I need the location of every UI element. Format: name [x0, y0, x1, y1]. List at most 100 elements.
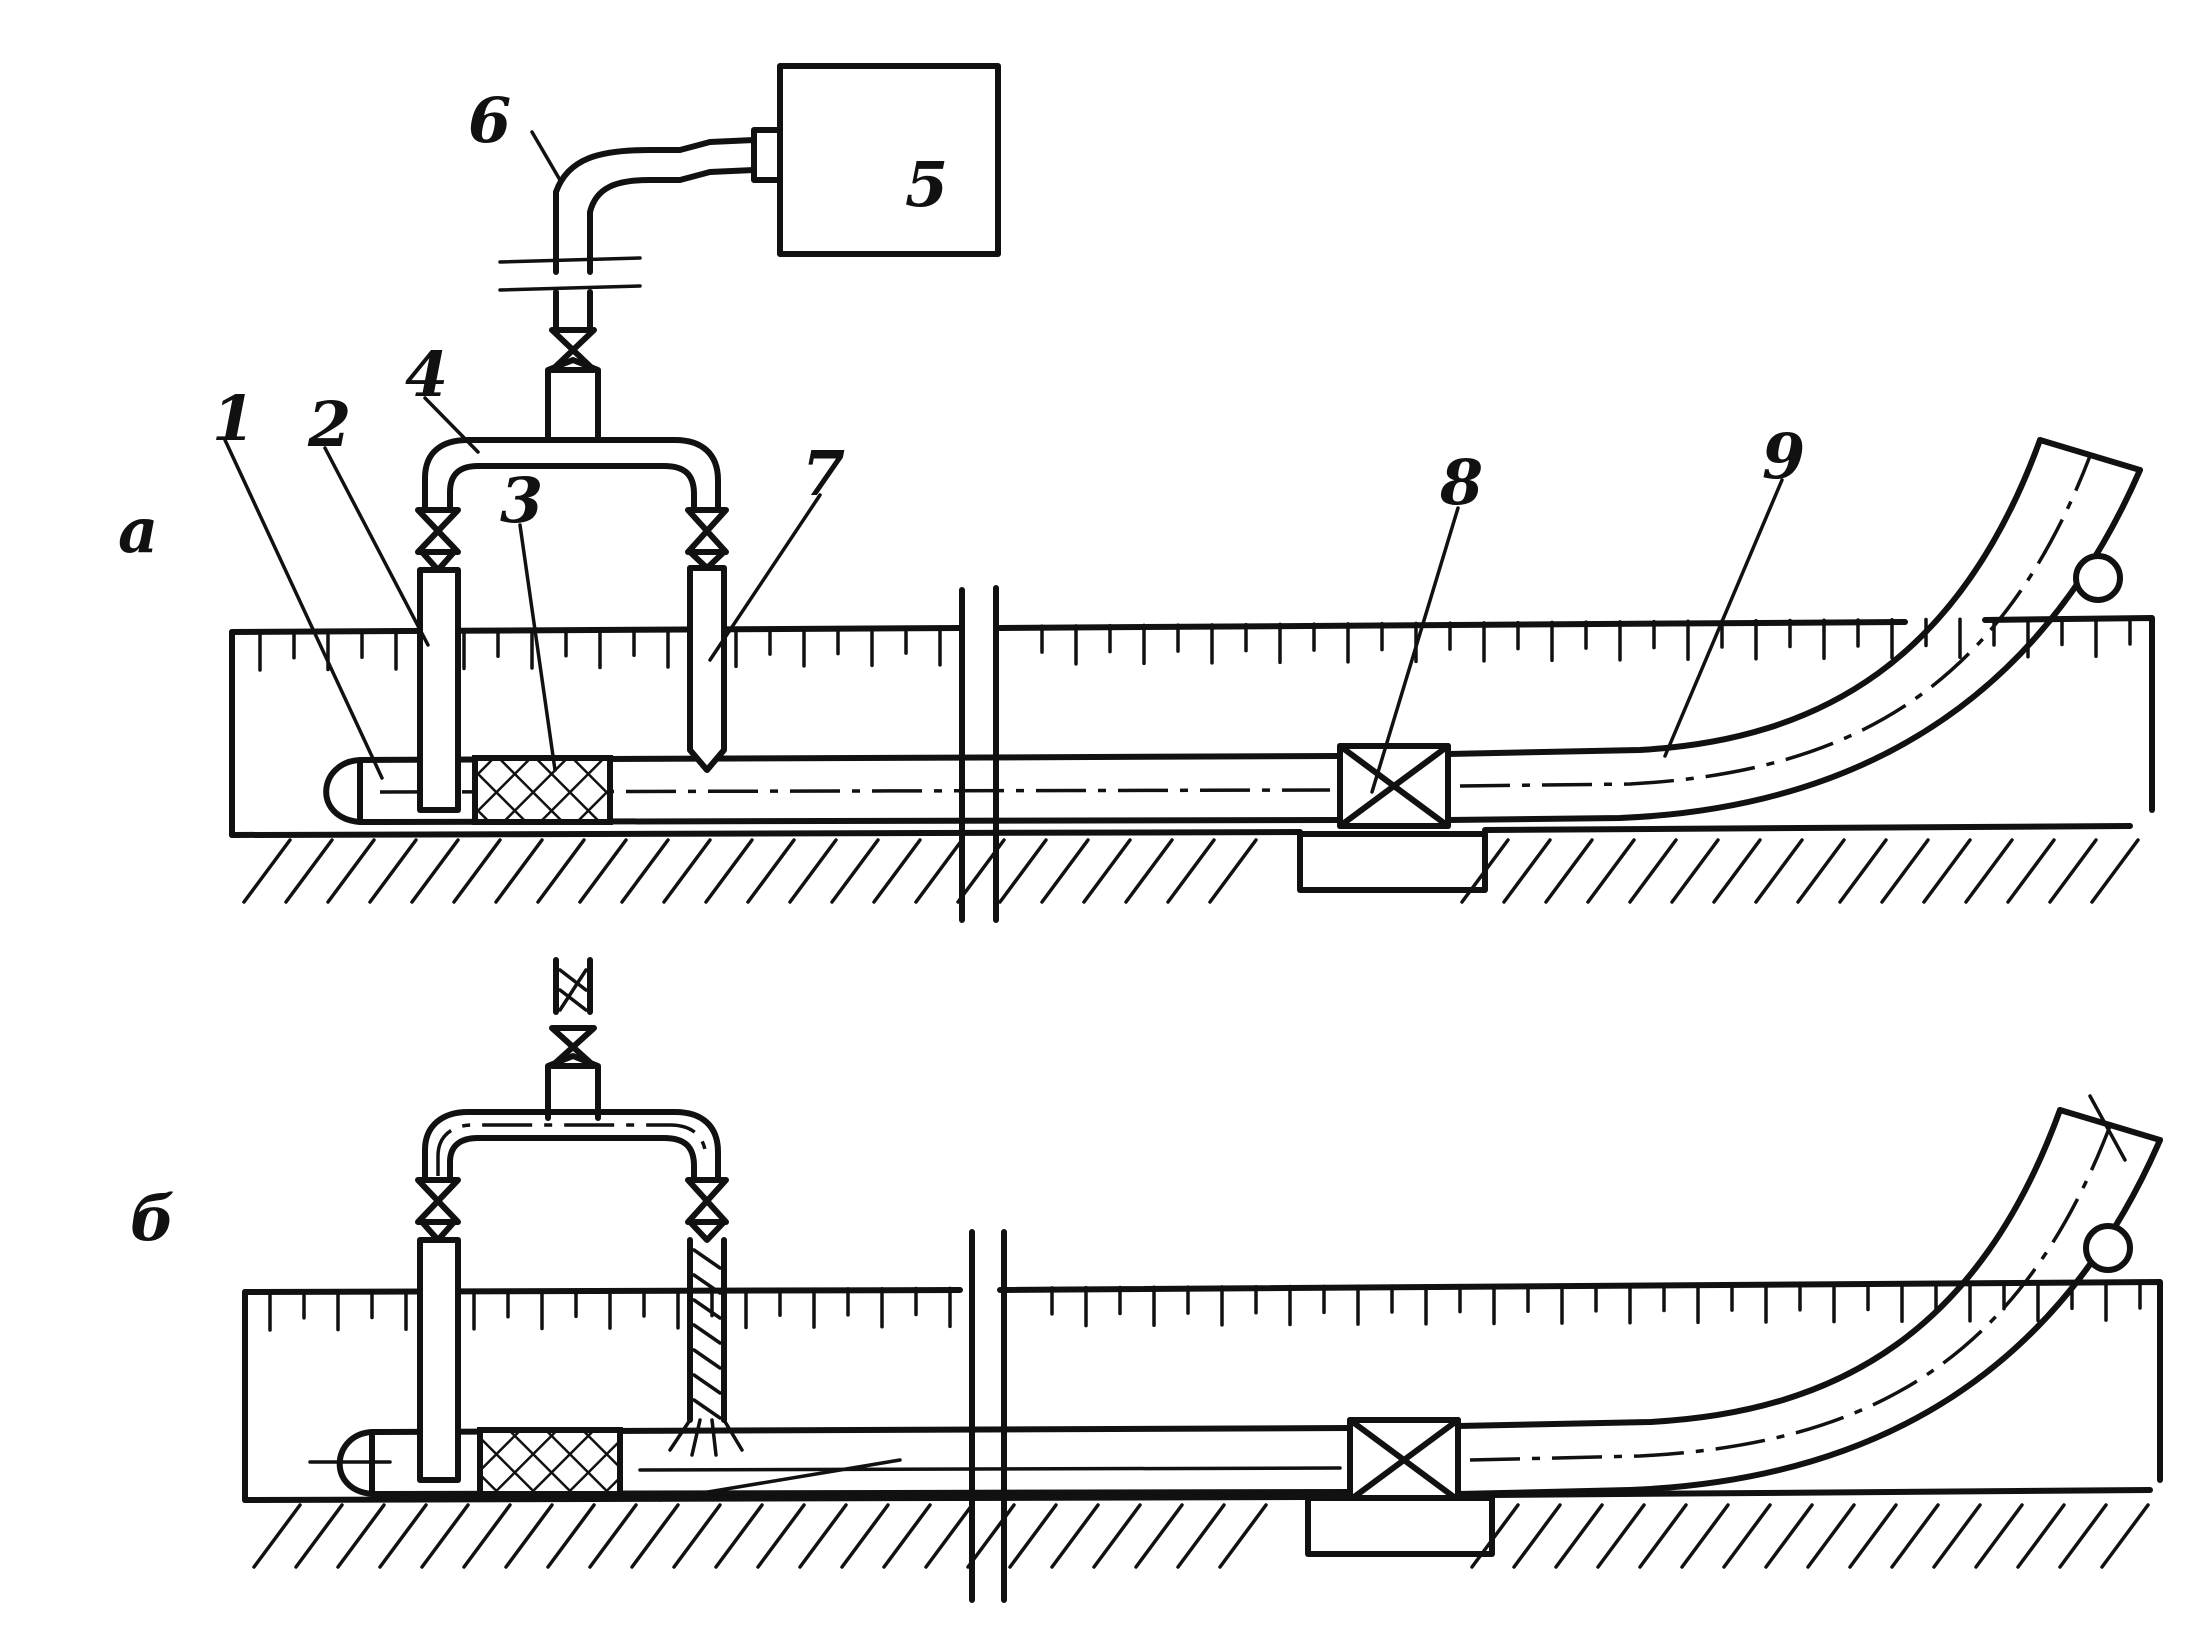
ground-hatch	[872, 838, 922, 904]
ground-hatch	[378, 1503, 428, 1569]
ground-hatch	[1670, 838, 1720, 904]
ruler-strip-a	[229, 615, 2155, 838]
ground-hatch	[1470, 1503, 1520, 1569]
probe-2	[417, 549, 461, 813]
callout-3: 3	[500, 464, 543, 537]
ground-hatch	[1460, 838, 1510, 904]
ground-hatch	[410, 838, 460, 904]
ground-hatch	[620, 838, 670, 904]
valve-b	[1347, 1417, 1461, 1503]
ground-hatch	[546, 1503, 596, 1569]
ground-hatch	[1890, 1503, 1940, 1569]
ground-hatch	[294, 1503, 344, 1569]
section-break-a	[959, 585, 999, 923]
callout-5: 5	[905, 148, 948, 221]
ground-hatch	[2100, 1503, 2150, 1569]
roller-a	[2073, 553, 2123, 603]
probe-7	[687, 549, 727, 773]
ground-hatch	[2090, 838, 2140, 904]
device-box-5	[777, 63, 1001, 257]
ground-hatch	[1502, 838, 1552, 904]
ground-hatch	[336, 1503, 386, 1569]
callout-8: 8	[1439, 446, 1483, 519]
ground-hatch	[630, 1503, 680, 1569]
ground-hatch	[956, 838, 1006, 904]
ground-hatch	[1796, 838, 1846, 904]
ground-hatch	[1880, 838, 1930, 904]
ground-hatch	[1638, 1503, 1688, 1569]
ground-hatch	[588, 1503, 638, 1569]
ground-hatch	[1512, 1503, 1562, 1569]
ground-hatch	[1008, 1503, 1058, 1569]
ground-hatch	[1722, 1503, 1772, 1569]
ground-hatch	[368, 838, 418, 904]
manifold-4	[415, 437, 729, 555]
ground-hatch	[1134, 1503, 1184, 1569]
ruler-strip-b	[242, 1279, 2163, 1503]
ground-hatch	[1680, 1503, 1730, 1569]
ground-hatch	[924, 1503, 974, 1569]
ground-hatch	[756, 1503, 806, 1569]
ground-hatch	[704, 838, 754, 904]
hose-6	[498, 137, 757, 443]
ground-hatch	[1764, 1503, 1814, 1569]
ground-b	[242, 1487, 2153, 1569]
ground-hatch	[2016, 1503, 2066, 1569]
ground-hatch	[840, 1503, 890, 1569]
plug-3	[472, 755, 613, 825]
ground-hatch	[1092, 1503, 1142, 1569]
ground-hatch	[1544, 838, 1594, 904]
callout-4: 4	[405, 338, 448, 411]
ground-hatch	[1712, 838, 1762, 904]
ground-hatch	[1838, 838, 1888, 904]
ground-hatch	[1218, 1503, 1268, 1569]
roller-b	[2083, 1223, 2133, 1273]
callout-9: 9	[1762, 420, 1805, 493]
ground-hatch	[746, 838, 796, 904]
ground-hatch	[1082, 838, 1132, 904]
ground-hatch	[1806, 1503, 1856, 1569]
probe-left-b	[417, 1219, 461, 1483]
ground-hatch	[504, 1503, 554, 1569]
leaders-a	[223, 130, 1784, 794]
ground-hatch	[714, 1503, 764, 1569]
plug-b	[477, 1427, 623, 1497]
panel-label-a: а	[118, 494, 158, 567]
probe-right-b	[668, 1219, 744, 1457]
device-connector	[751, 127, 783, 183]
ground-hatch	[1176, 1503, 1226, 1569]
ground-hatch	[1050, 1503, 1100, 1569]
ground-hatch	[2006, 838, 2056, 904]
callout-1: 1	[212, 382, 255, 455]
ground-hatch	[1586, 838, 1636, 904]
ground-hatch	[1124, 838, 1174, 904]
ground-hatch	[830, 838, 880, 904]
ground-hatch	[2048, 838, 2098, 904]
ground-hatch	[1754, 838, 1804, 904]
ground-hatch	[1964, 838, 2014, 904]
ground-hatch	[536, 838, 586, 904]
ground-a	[229, 823, 2140, 904]
ground-hatch	[1040, 838, 1090, 904]
ground-hatch	[998, 838, 1048, 904]
ground-hatch	[788, 838, 838, 904]
ground-hatch	[452, 838, 502, 904]
ground-hatch	[672, 1503, 722, 1569]
ground-hatch	[1596, 1503, 1646, 1569]
ground-hatch	[882, 1503, 932, 1569]
ground-hatch	[966, 1503, 1016, 1569]
ground-hatch	[1554, 1503, 1604, 1569]
ground-hatch	[662, 838, 712, 904]
manifold-b	[415, 1109, 729, 1225]
ground-hatch	[462, 1503, 512, 1569]
ground-hatch	[420, 1503, 470, 1569]
hose-rising-b	[1455, 1094, 2163, 1497]
ground-hatch	[798, 1503, 848, 1569]
callout-6: 6	[468, 84, 511, 157]
valve-8	[1337, 743, 1451, 829]
ground-hatch	[284, 838, 334, 904]
ground-hatch	[1932, 1503, 1982, 1569]
ground-hatch	[2058, 1503, 2108, 1569]
panel-label-b: б	[130, 1182, 175, 1255]
